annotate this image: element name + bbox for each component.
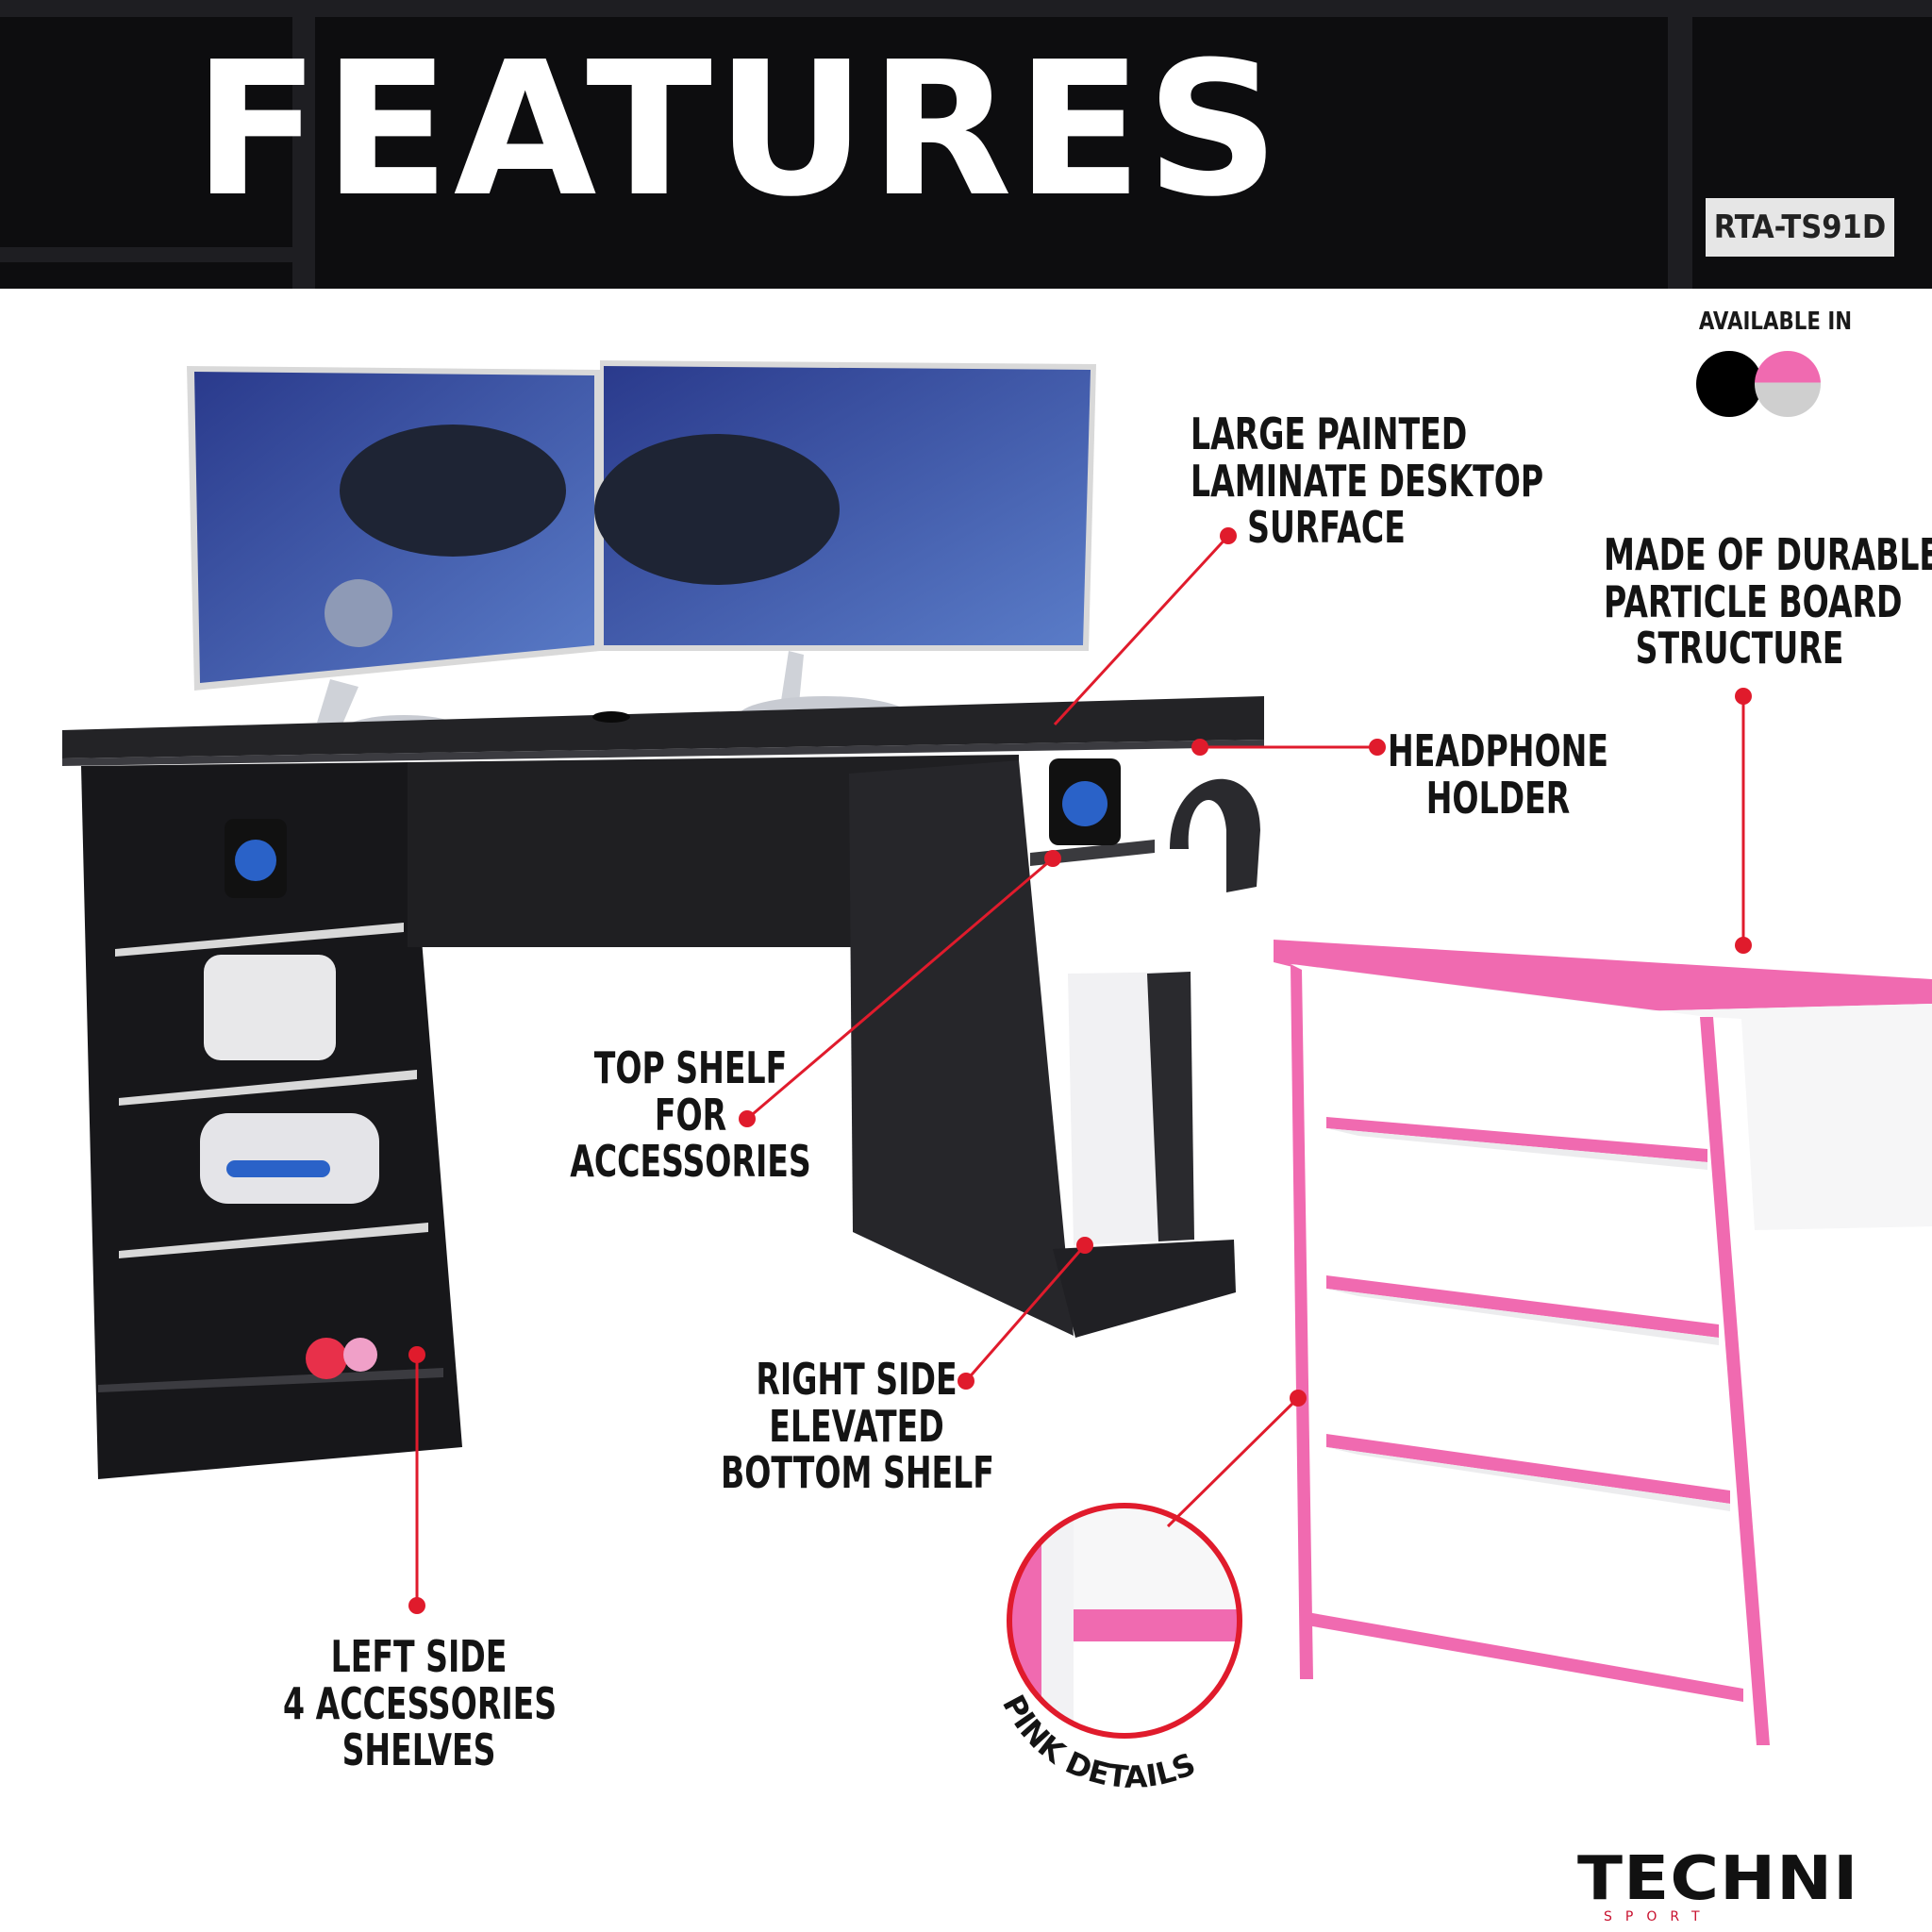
callout-right-shelf: RIGHT SIDE ELEVATED BOTTOM SHELF	[721, 1354, 994, 1499]
callout-lines	[408, 527, 1752, 1614]
callout-line: MADE OF DURABLE	[1604, 529, 1932, 580]
banner-shelf-line	[0, 247, 292, 262]
callout-top-shelf: TOP SHELF FOR ACCESSORIES	[555, 1042, 826, 1188]
available-in-label: AVAILABLE IN	[1698, 308, 1853, 336]
color-swatch-black[interactable]	[1696, 351, 1762, 417]
banner-shelf-post	[292, 17, 315, 289]
callout-left-shelves: LEFT SIDE 4 ACCESSORIES SHELVES	[283, 1631, 558, 1776]
controller-art	[340, 425, 566, 557]
callout-line: STRUCTURE	[1635, 623, 1844, 675]
callout-line: HOLDER	[1425, 772, 1571, 824]
callout-line: TOP SHELF	[593, 1042, 788, 1093]
callout-line: LEFT SIDE	[330, 1631, 508, 1682]
callout-structure: MADE OF DURABLE PARTICLE BOARD STRUCTURE	[1604, 529, 1932, 675]
page-title: FEATURES	[193, 23, 1284, 238]
brand-logo-sub: SPORT	[1604, 1909, 1713, 1924]
banner-shelf-post	[1668, 17, 1692, 289]
callout-line: HEADPHONE	[1388, 725, 1608, 776]
callout-line: PARTICLE BOARD	[1604, 575, 1903, 627]
banner-shelf-line	[0, 0, 1932, 17]
pink-desk	[1274, 940, 1932, 1745]
callout-headphone-holder: HEADPHONE HOLDER	[1362, 725, 1634, 824]
header-banner: FEATURES RTA-TS91D	[0, 0, 1932, 289]
callout-desktop-surface: LARGE PAINTED LAMINATE DESKTOP SURFACE	[1191, 408, 1544, 554]
callout-line: LARGE PAINTED	[1191, 408, 1468, 459]
pink-details-zoom	[1007, 1503, 1242, 1739]
callout-line: BOTTOM SHELF	[721, 1447, 994, 1499]
brand-logo: TECHNI	[1577, 1844, 1859, 1914]
callout-line: FOR	[654, 1089, 727, 1141]
black-desk	[62, 696, 1264, 1479]
callout-line: 4 ACCESSORIES	[283, 1677, 558, 1729]
callout-line: SHELVES	[341, 1724, 496, 1776]
dual-monitors	[187, 360, 1096, 757]
callout-line: ACCESSORIES	[570, 1136, 811, 1188]
callout-line: ELEVATED	[769, 1400, 944, 1452]
callout-line: RIGHT SIDE	[756, 1354, 958, 1405]
callout-line: LAMINATE DESKTOP	[1191, 455, 1544, 507]
model-badge: RTA-TS91D	[1706, 198, 1894, 257]
color-swatch-pink[interactable]	[1755, 351, 1821, 417]
controller-art	[594, 434, 840, 585]
callout-line: SURFACE	[1247, 502, 1406, 554]
